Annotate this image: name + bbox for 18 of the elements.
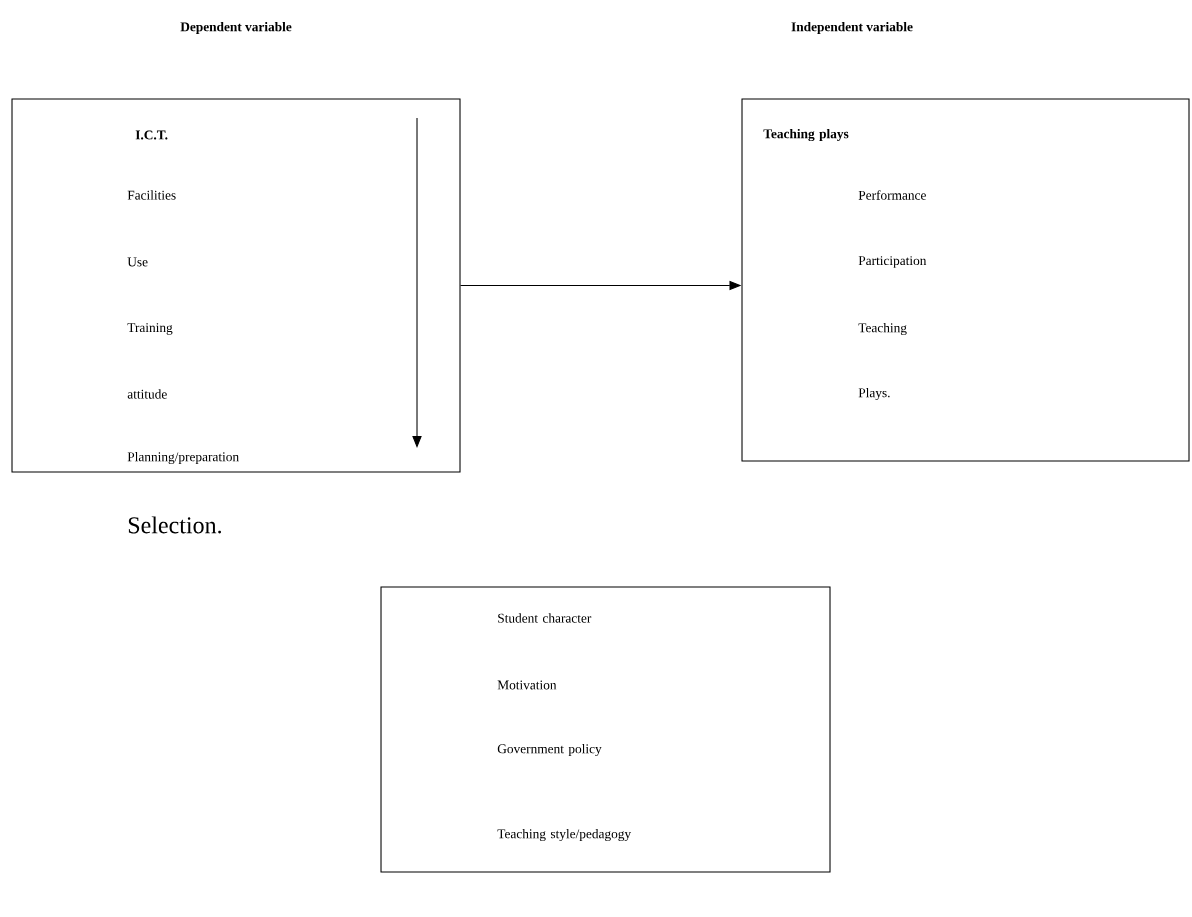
list-item: Government policy — [497, 743, 602, 757]
heading: I.C.T. — [135, 130, 168, 140]
list-item: Training — [127, 323, 173, 335]
list-item: Motivation — [497, 680, 557, 690]
column-heading: Dependent variable — [180, 21, 292, 35]
list-item: Plays. — [858, 387, 890, 401]
column-heading: Independent variable — [791, 21, 913, 35]
list-item: Teaching — [858, 322, 907, 336]
list-item: Performance — [858, 190, 926, 200]
list-item: Participation — [858, 256, 927, 268]
list-item: Student character — [498, 613, 592, 623]
list-item: Use — [127, 257, 148, 267]
list-item: Selection. — [128, 516, 221, 534]
list-item: Planning/preparation — [127, 451, 239, 465]
list-item: attitude — [127, 389, 167, 399]
heading: Teaching plays — [763, 128, 849, 142]
list-item: Teaching style/pedagogy — [497, 828, 632, 842]
list-item: Facilities — [127, 190, 176, 200]
